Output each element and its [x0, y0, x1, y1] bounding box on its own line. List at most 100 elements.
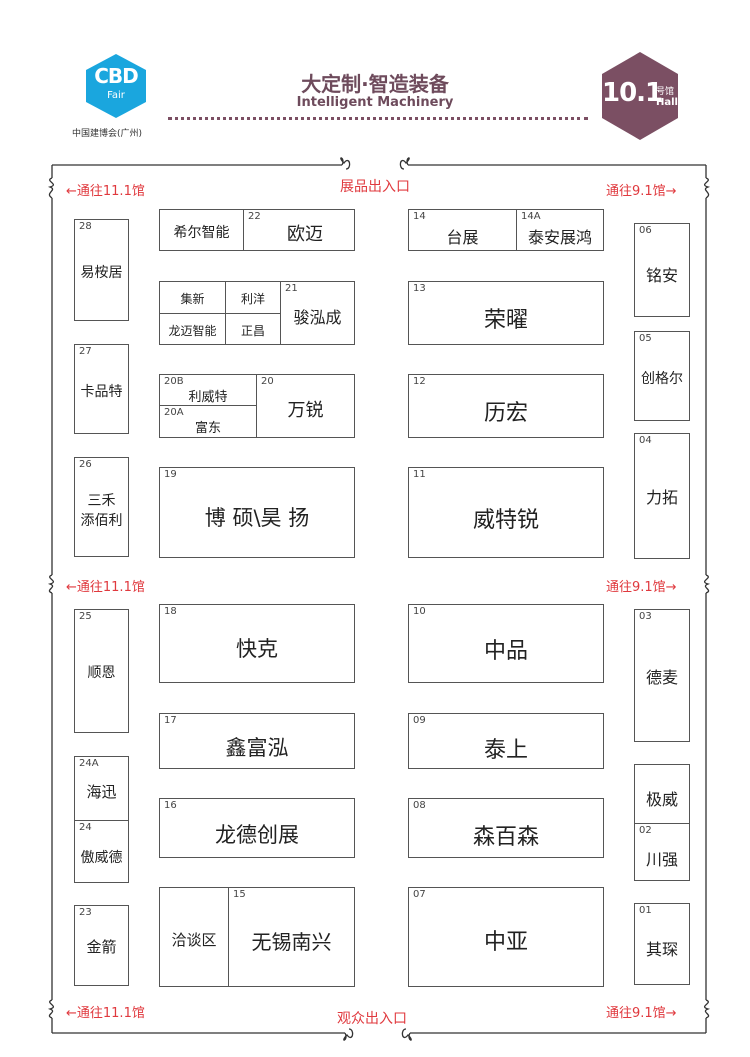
booth-exhibitor: 龙德创展	[215, 823, 299, 847]
booth-exhibitor: 万锐	[287, 400, 324, 421]
to-hall-11-1-top: ←通往11.1馆	[66, 184, 145, 199]
booth-22[interactable]: 22 欧迈	[243, 209, 355, 251]
booth-exhibitor: 正昌	[240, 324, 265, 338]
booth-20a[interactable]: 20A 富东	[159, 405, 257, 438]
booth-11[interactable]: 11 威特锐	[408, 467, 604, 558]
booth-21-sub-a[interactable]: 集新	[159, 281, 226, 314]
booth-02[interactable]: 02 川强	[634, 823, 690, 881]
booth-exhibitor: 德麦	[645, 668, 678, 687]
booth-26[interactable]: 26 三禾 添佰利	[74, 457, 129, 557]
booth-exhibitor: 极威	[645, 790, 678, 809]
cbd-logo: CBD Fair 中国建博会(广州)	[72, 52, 156, 142]
booth-01[interactable]: 01 其琛	[634, 903, 690, 985]
booth-12[interactable]: 12 历宏	[408, 374, 604, 438]
booth-13[interactable]: 13 荣曜	[408, 281, 604, 345]
booth-03[interactable]: 03 德麦	[634, 609, 690, 742]
booth-24a[interactable]: 24A 海迅	[74, 756, 129, 821]
booth-exhibitor: 快克	[236, 637, 278, 661]
booth-exhibitor: 洽谈区	[171, 931, 217, 949]
booth-exhibitor: 欧迈	[287, 224, 323, 245]
booth-exhibitor: 海迅	[86, 783, 117, 801]
hall-number: 10.1	[602, 78, 663, 108]
booth-number: 08	[413, 800, 426, 811]
booth-number: 26	[79, 459, 92, 470]
booth-28[interactable]: 28 易桉居	[74, 219, 129, 321]
booth-number: 07	[413, 889, 426, 900]
booth-14[interactable]: 14 台展	[408, 209, 517, 251]
booth-exhibitor: 其琛	[645, 940, 678, 959]
booth-number: 18	[164, 606, 177, 617]
booth-16[interactable]: 16 龙德创展	[159, 798, 355, 858]
booth-23[interactable]: 23 金箭	[74, 905, 129, 986]
to-hall-11-1-bottom: ←通往11.1馆	[66, 1006, 145, 1021]
booth-05[interactable]: 05 创格尔	[634, 331, 690, 421]
booth-number: 19	[164, 469, 177, 480]
booth-number: 10	[413, 606, 426, 617]
booth-15[interactable]: 15 无锡南兴	[228, 887, 355, 987]
booth-exhibitor: 易桉居	[80, 265, 123, 281]
hall-hexagon-icon	[602, 52, 678, 140]
booth-19[interactable]: 19 博 硕\昊 扬	[159, 467, 355, 558]
booth-number: 01	[639, 905, 652, 916]
booth-exhibitor: 力拓	[645, 488, 678, 507]
booth-exhibitor: 历宏	[483, 401, 528, 426]
booth-exhibitor: 荣曜	[483, 308, 528, 333]
page-title-cn: 大定制·智造装备	[301, 72, 449, 96]
booth-21-sub-d[interactable]: 正昌	[225, 313, 281, 345]
booth-15-sub[interactable]: 洽谈区	[159, 887, 229, 987]
booth-number: 21	[285, 283, 298, 294]
booth-number: 13	[413, 283, 426, 294]
booth-exhibitor: 铭安	[645, 266, 678, 285]
booth-07[interactable]: 07 中亚	[408, 887, 604, 987]
booth-10[interactable]: 10 中品	[408, 604, 604, 683]
booth-exhibitor: 金箭	[86, 938, 117, 956]
hall-label-en: Hall	[656, 97, 678, 108]
booth-number: 04	[639, 435, 652, 446]
booth-09[interactable]: 09 泰上	[408, 713, 604, 769]
booth-number: 27	[79, 346, 92, 357]
booth-04[interactable]: 04 力拓	[634, 433, 690, 559]
booth-25[interactable]: 25 顺恩	[74, 609, 129, 733]
booth-27[interactable]: 27 卡品特	[74, 344, 129, 434]
booth-number: 11	[413, 469, 426, 480]
booth-08[interactable]: 08 森百森	[408, 798, 604, 858]
logo-caption: 中国建博会(广州)	[72, 129, 143, 139]
booth-20b[interactable]: 20B 利威特	[159, 374, 257, 406]
booth-exhibitor: 泰安展鸿	[527, 228, 592, 247]
logo-main-text: CBD	[94, 64, 139, 88]
booth-14a[interactable]: 14A 泰安展鸿	[516, 209, 604, 251]
hall-badge: 10.1 号馆 Hall	[598, 50, 682, 142]
booth-exhibitor: 鑫富泓	[225, 736, 289, 760]
booth-24[interactable]: 24 傲威德	[74, 820, 129, 883]
booth-22-sub[interactable]: 希尔智能	[159, 209, 244, 251]
booth-exhibitor: 希尔智能	[173, 225, 230, 241]
booth-number: 14A	[521, 211, 541, 222]
booth-number: 16	[164, 800, 177, 811]
booth-17[interactable]: 17 鑫富泓	[159, 713, 355, 769]
booth-number: 25	[79, 611, 92, 622]
to-hall-9-1-top: 通往9.1馆→	[606, 184, 677, 199]
booth-exhibitor: 森百森	[472, 825, 539, 850]
booth-exhibitor: 中品	[483, 639, 528, 664]
booth-exhibitor: 顺恩	[87, 665, 116, 681]
to-hall-9-1-middle: 通往9.1馆→	[606, 580, 677, 595]
exhibit-entrance-label: 展品出入口	[340, 179, 410, 195]
booth-number: 15	[233, 889, 246, 900]
booth-exhibitor: 博 硕\昊 扬	[204, 506, 310, 530]
booth-number: 20B	[164, 376, 184, 387]
booth-21-sub-c[interactable]: 龙迈智能	[159, 313, 226, 345]
booth-20[interactable]: 20 万锐	[256, 374, 355, 438]
booth-06[interactable]: 06 铭安	[634, 223, 690, 317]
cbd-logo-hexagon-icon	[86, 54, 146, 118]
booth-exhibitor: 无锡南兴	[251, 930, 332, 954]
booth-21[interactable]: 21 骏泓成	[280, 281, 355, 345]
booth-exhibitor-line1: 三禾	[87, 493, 116, 509]
booth-18[interactable]: 18 快克	[159, 604, 355, 683]
booth-number: 02	[639, 825, 652, 836]
to-hall-11-1-middle: ←通往11.1馆	[66, 580, 145, 595]
booth-exhibitor: 泰上	[483, 738, 528, 763]
booth-21-sub-b[interactable]: 利洋	[225, 281, 281, 314]
booth-exhibitor: 富东	[194, 421, 221, 436]
booth-02-sub[interactable]: 极威	[634, 764, 690, 824]
booth-number: 28	[79, 221, 92, 232]
